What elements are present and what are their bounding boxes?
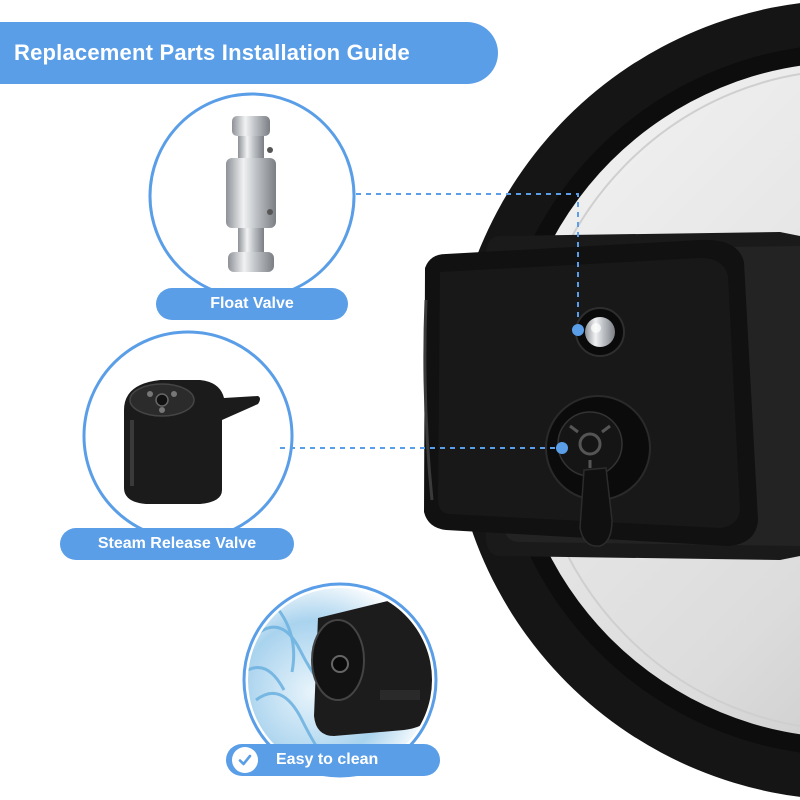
easy-to-clean-image <box>242 582 438 778</box>
connector-lines <box>280 193 579 449</box>
steam-valve-marker <box>556 442 568 454</box>
valve-rinsing-part <box>311 597 432 736</box>
float-valve-label: Float Valve <box>156 288 348 320</box>
pressure-cooker-lid <box>423 3 800 797</box>
steam-release-valve-part <box>124 380 260 504</box>
float-valve-marker <box>572 324 584 336</box>
easy-to-clean-label: Easy to clean <box>276 751 379 768</box>
float-valve-image <box>148 92 356 300</box>
float-valve-part <box>226 116 276 272</box>
check-icon <box>232 747 258 773</box>
steam-release-valve-image <box>82 330 294 542</box>
steam-release-valve-label: Steam Release Valve <box>60 528 294 560</box>
easy-to-clean-badge: Easy to clean <box>226 744 440 776</box>
page-title: Replacement Parts Installation Guide <box>0 22 498 84</box>
